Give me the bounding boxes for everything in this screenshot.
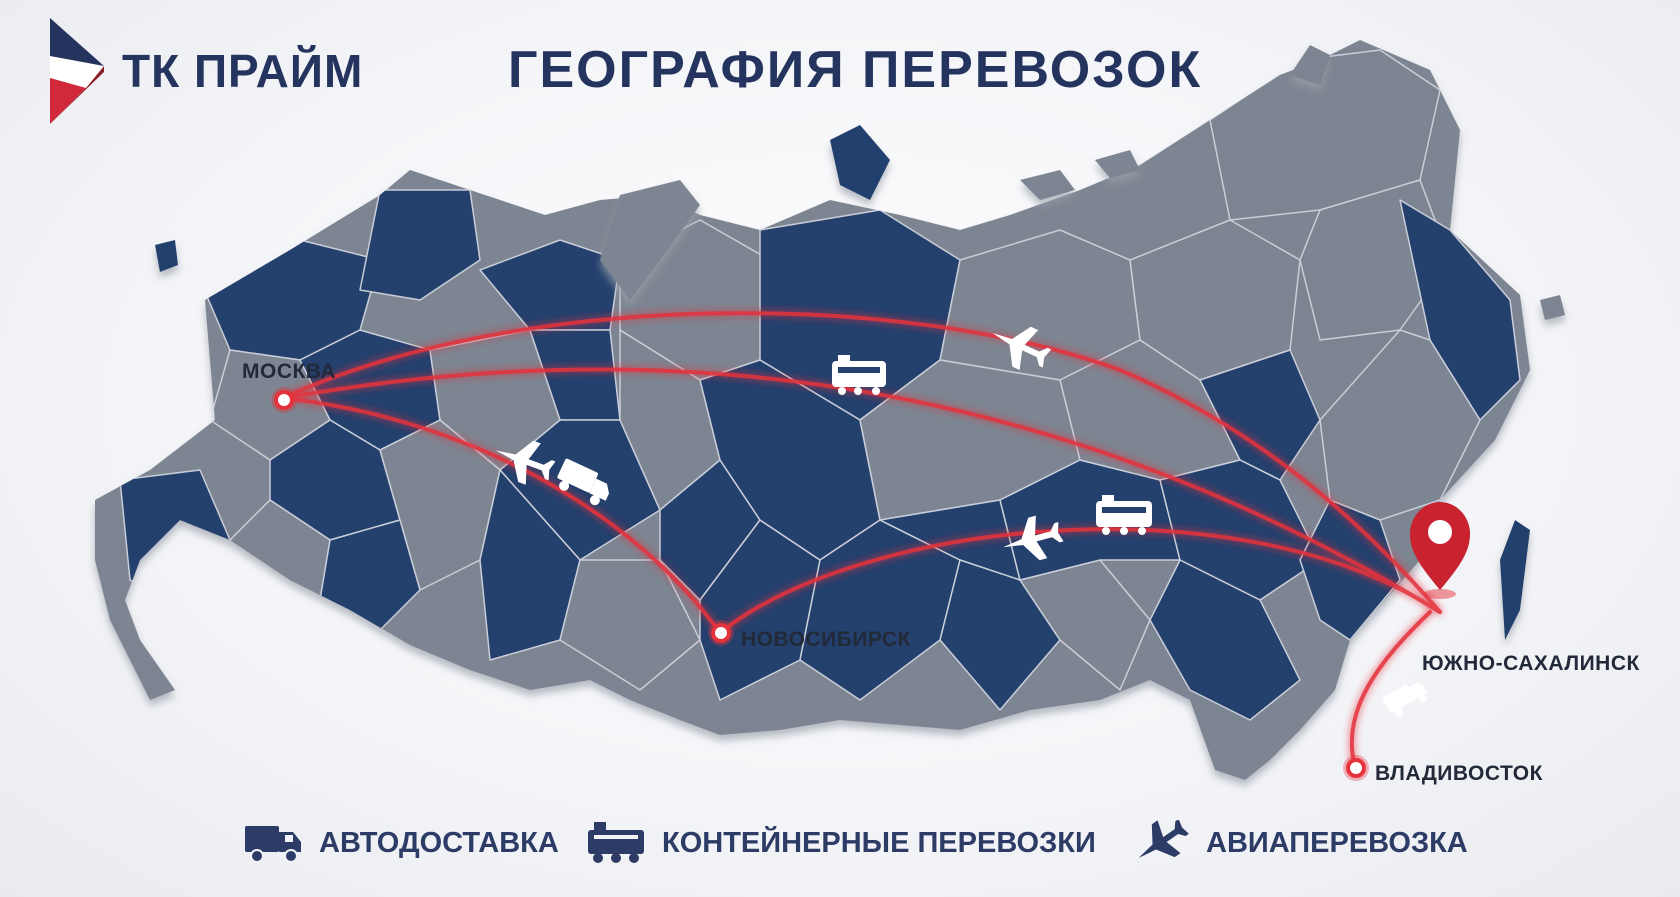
city-label-novosibirsk: НОВОСИБИРСК xyxy=(741,628,911,651)
vladivostok-marker xyxy=(1343,755,1369,781)
route-moscow-yuzhno-mid xyxy=(281,367,1442,614)
page-title: ГЕОГРАФИЯ ПЕРЕВОЗОК xyxy=(508,41,1203,99)
airplane-icon xyxy=(495,440,556,485)
islands xyxy=(155,45,1565,640)
route-icons xyxy=(495,326,1428,717)
legend-item-truck: АВТОДОСТАВКА xyxy=(243,820,559,866)
airplane-icon xyxy=(992,326,1052,371)
routes xyxy=(281,311,1442,769)
moscow-marker xyxy=(271,387,297,413)
airplane-icon xyxy=(1002,515,1064,561)
legend-item-air: АВИАПЕРЕВОЗКА xyxy=(1130,820,1468,866)
route-moscow-yuzhno-north xyxy=(281,311,1442,614)
legend-label-truck: АВТОДОСТАВКА xyxy=(319,826,559,859)
truck-icon xyxy=(1382,682,1428,717)
novosibirsk-marker xyxy=(708,620,734,646)
truck-icon xyxy=(245,826,301,863)
route-yuzhno-vladivostok xyxy=(1349,610,1432,769)
legend-label-air: АВИАПЕРЕВОЗКА xyxy=(1206,826,1468,859)
legend: АВТОДОСТАВКА КОНТЕЙНЕРНЫЕ ПЕРЕВОЗКИ АВИА… xyxy=(0,820,1680,880)
truck-icon xyxy=(557,458,610,506)
airplane-icon xyxy=(1138,820,1189,858)
legend-label-container: КОНТЕЙНЕРНЫЕ ПЕРЕВОЗКИ xyxy=(662,826,1096,859)
container-train-icon xyxy=(588,822,644,863)
regions xyxy=(119,49,1521,721)
logo-icon xyxy=(50,18,104,124)
brand-name: ТК ПРАЙМ xyxy=(122,45,364,97)
route-moscow-novosibirsk xyxy=(281,396,722,635)
container-train-icon xyxy=(832,355,886,395)
container-train-icon xyxy=(1096,495,1152,535)
yuzhno-sakhalinsk-pin xyxy=(1410,502,1470,599)
brand: ТК ПРАЙМ xyxy=(46,16,363,126)
legend-item-container: КОНТЕЙНЕРНЫЕ ПЕРЕВОЗКИ xyxy=(586,820,1096,866)
city-label-yuzhno-sakhalinsk: ЮЖНО-САХАЛИНСК xyxy=(1422,652,1640,675)
city-markers xyxy=(271,387,1470,781)
city-label-vladivostok: ВЛАДИВОСТОК xyxy=(1375,762,1543,785)
city-label-moscow: МОСКВА xyxy=(242,360,337,383)
